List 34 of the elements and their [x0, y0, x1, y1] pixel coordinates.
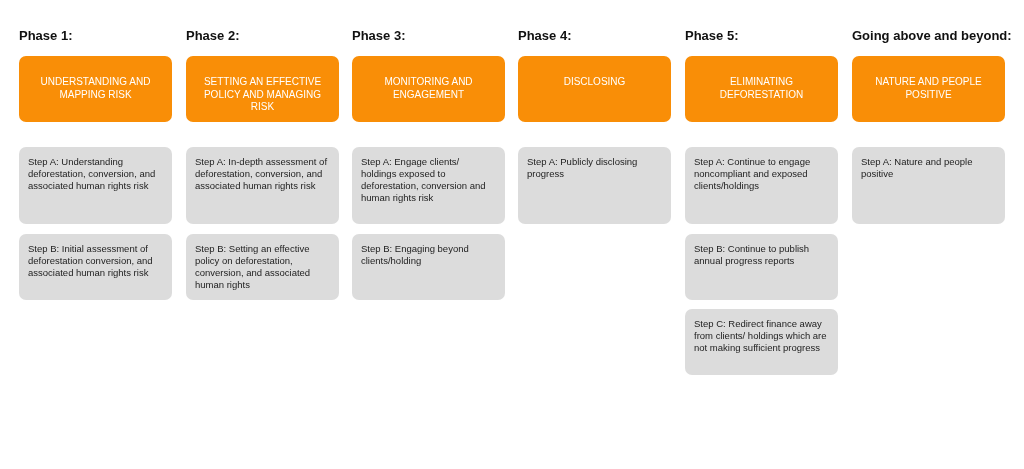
step-box	[186, 234, 339, 300]
step-box	[186, 147, 339, 224]
step-text: Step A: Continue to engage noncompliant and exposed clients/holdings	[693, 155, 812, 192]
step-text: Step B: Engaging beyond clients/holding	[360, 242, 470, 267]
phase-heading: Phase 3:	[352, 28, 406, 43]
phase-heading: Phase 5:	[685, 28, 739, 43]
step-text: Step A: Publicly disclosing progress	[526, 155, 639, 180]
step-box	[852, 147, 1005, 224]
step-text: Step A: Understanding deforestation, conversion, and associated human rights risk	[27, 155, 157, 192]
step-text: Step B: Continue to publish annual progress reports	[693, 242, 811, 267]
phase-heading: Going above and beyond:	[852, 28, 1012, 43]
step-box	[685, 147, 838, 224]
step-text: Step B: Setting an effective policy on deforestation, conversion, and associated human rights	[194, 242, 312, 291]
step-text: Step A: Engage clients/ holdings exposed to deforestation, conversion and human rights risk	[360, 155, 487, 204]
step-box	[685, 234, 838, 300]
phase-title: MONITORING AND ENGAGEMENT	[383, 76, 474, 101]
phase-title: NATURE AND PEOPLE POSITIVE	[874, 76, 983, 101]
phase-heading: Phase 4:	[518, 28, 572, 43]
phase-title: UNDERSTANDING AND MAPPING RISK	[39, 76, 152, 101]
phase-title: DISCLOSING	[562, 76, 627, 89]
phase-heading: Phase 1:	[19, 28, 73, 43]
step-box	[352, 147, 505, 224]
step-text: Step A: Nature and people positive	[860, 155, 974, 180]
phase-heading: Phase 2:	[186, 28, 240, 43]
step-box	[19, 147, 172, 224]
step-box	[19, 234, 172, 300]
step-box	[518, 147, 671, 224]
step-text: Step C: Redirect finance away from clients/ holdings which are not making sufficient progress	[693, 317, 828, 354]
step-box	[352, 234, 505, 300]
phase-title: ELIMINATING DEFORESTATION	[718, 76, 805, 101]
step-text: Step B: Initial assessment of deforestation conversion, and associated human rights risk	[27, 242, 154, 279]
step-text: Step A: In-depth assessment of deforestation, conversion, and associated human rights risk	[194, 155, 329, 192]
phase-title: SETTING AN EFFECTIVE POLICY AND MANAGING RISK	[202, 76, 323, 114]
step-box	[685, 309, 838, 375]
